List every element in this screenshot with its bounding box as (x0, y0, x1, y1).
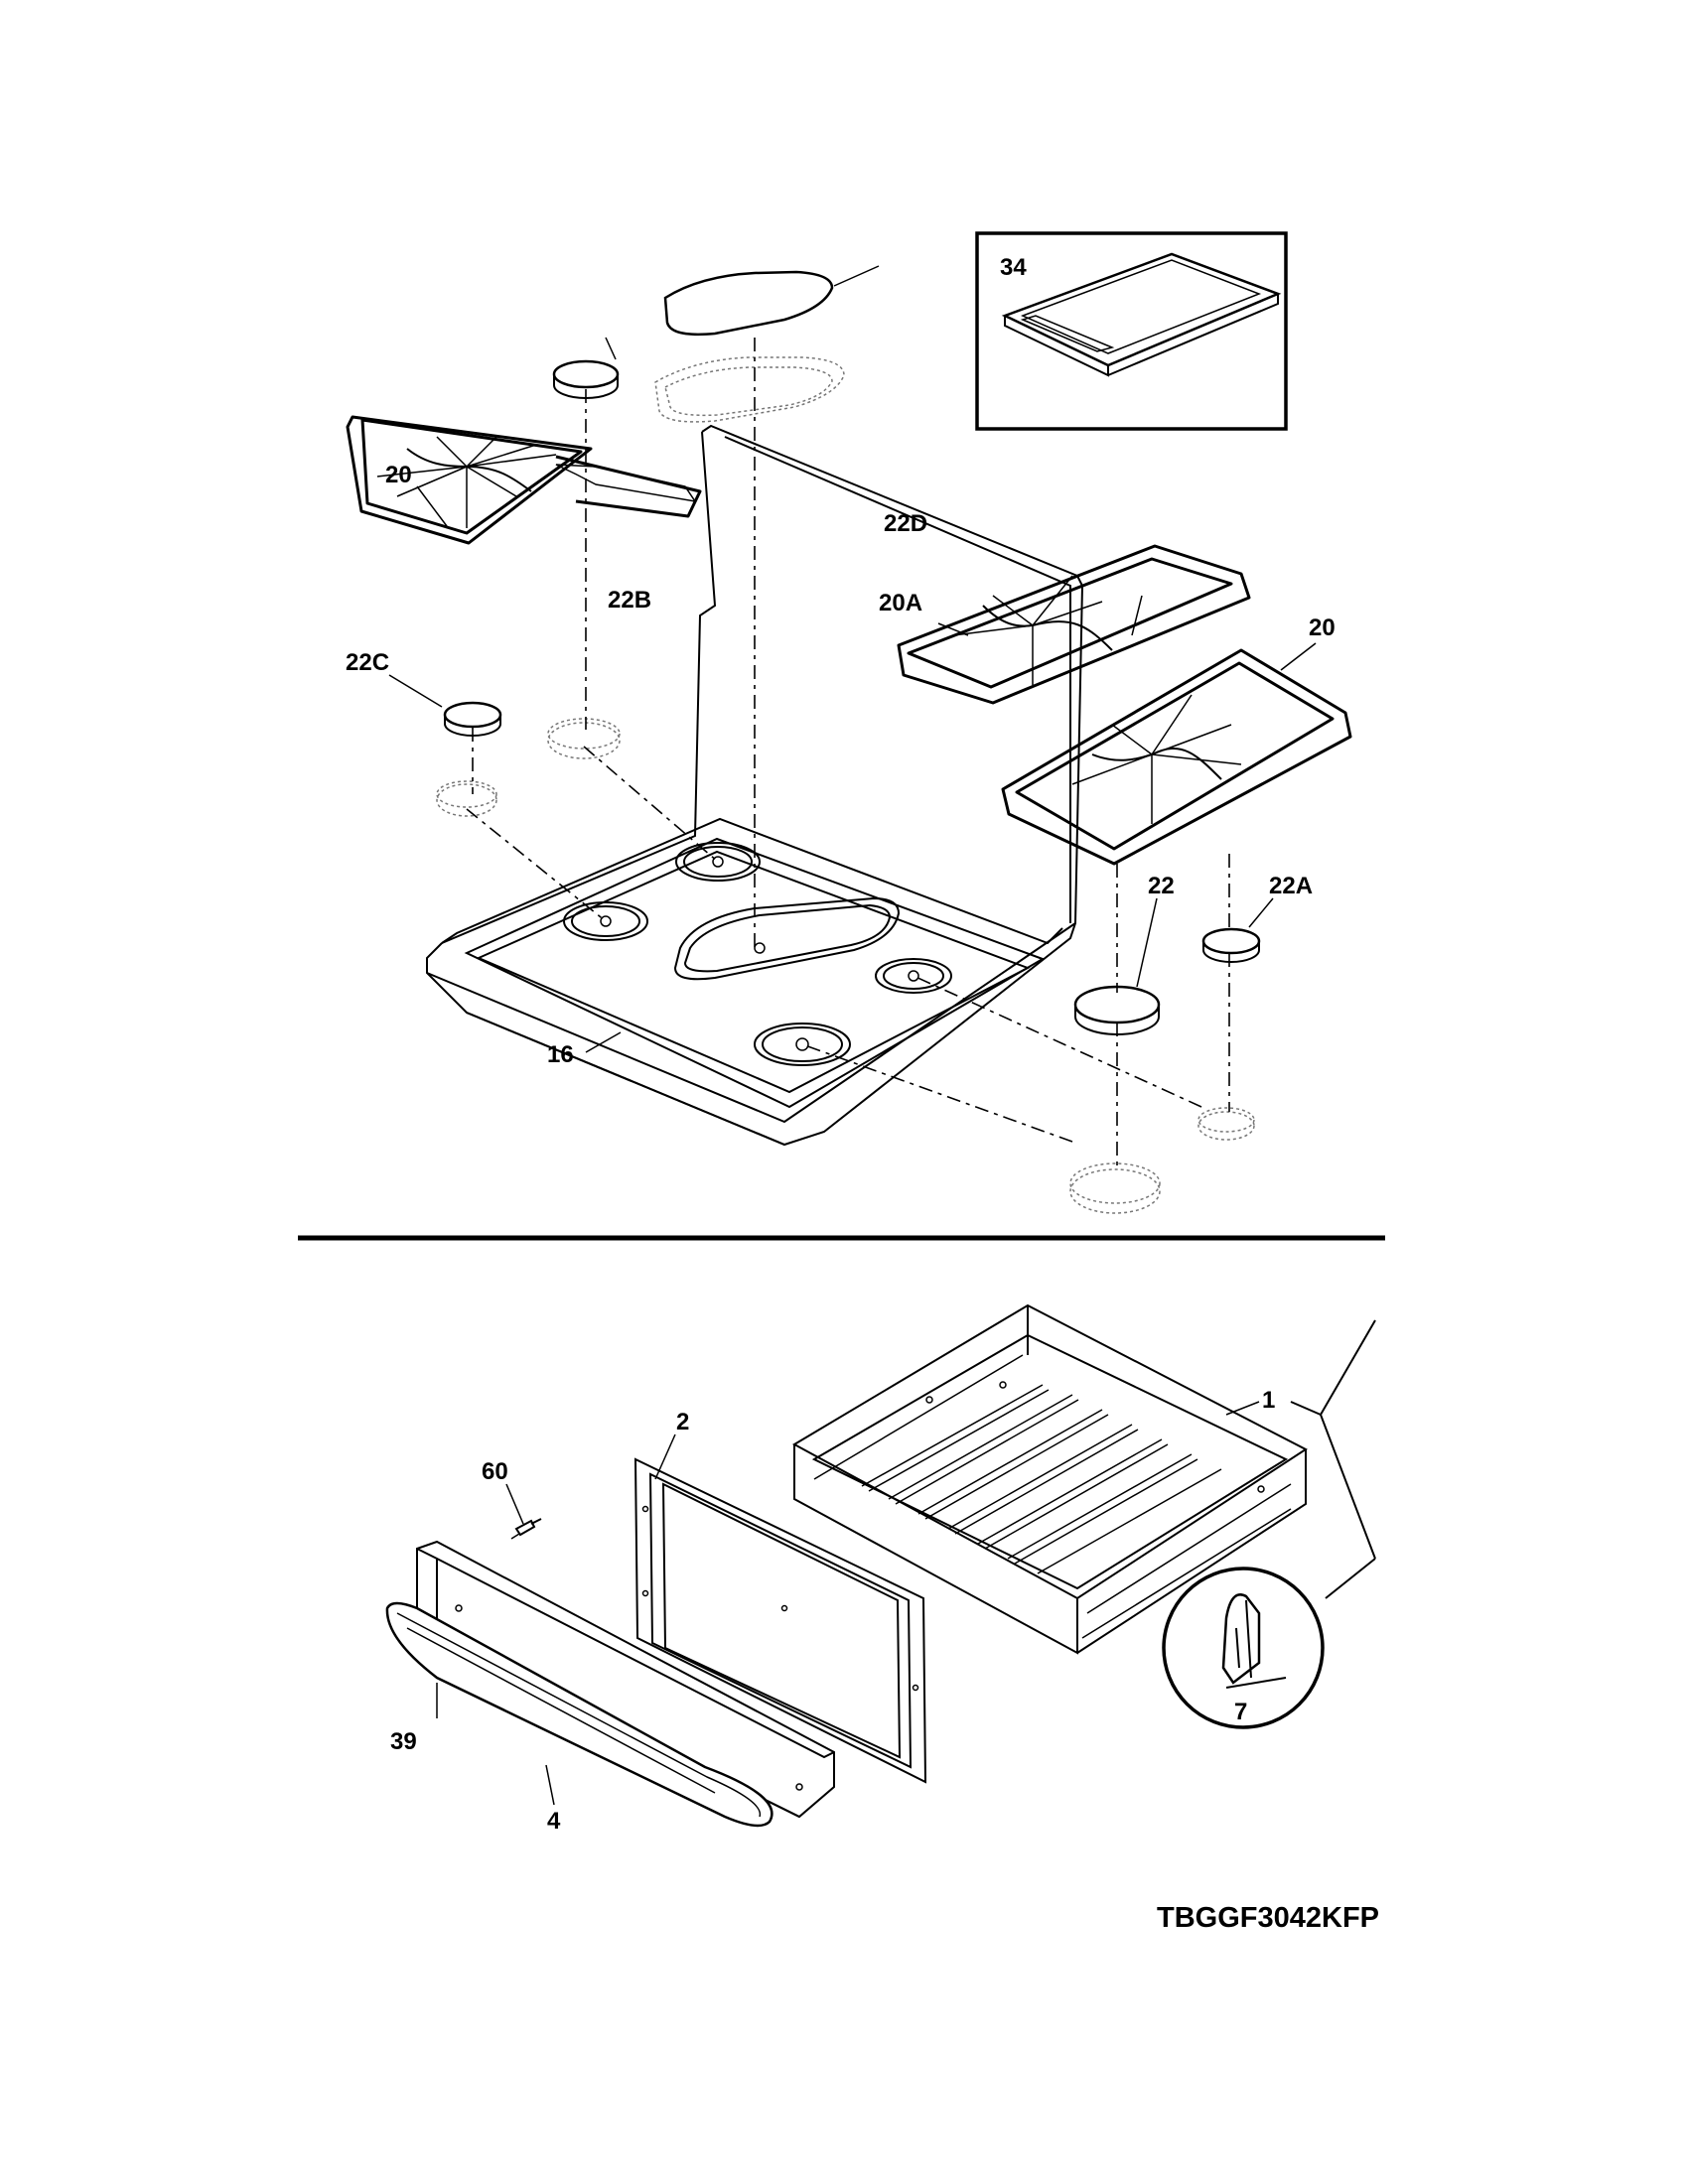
label-22: 22 (1148, 873, 1175, 899)
left-grate (346, 415, 702, 545)
leveling-leg-detail (1162, 1319, 1376, 1729)
label-60: 60 (482, 1458, 508, 1485)
label-22B: 22B (608, 587, 651, 614)
burner-caps-right (1069, 927, 1261, 1214)
alignment-lines (466, 338, 1230, 1169)
cooktop (426, 424, 1084, 1147)
label-34: 34 (1000, 254, 1027, 281)
label-22A: 22A (1269, 873, 1313, 899)
label-20A: 20A (879, 590, 922, 616)
model-number: TBGGF3042KFP (1157, 1902, 1379, 1934)
burner-caps-left (436, 359, 621, 817)
center-oval-burner-cap (654, 270, 845, 423)
right-rear-grate (897, 544, 1251, 705)
label-20-left: 20 (385, 462, 412, 488)
screw (510, 1518, 542, 1540)
label-22C: 22C (346, 649, 389, 676)
label-20-right: 20 (1309, 614, 1336, 641)
leader-lines-bottom (436, 1401, 1260, 1806)
label-4: 4 (547, 1808, 561, 1835)
label-16: 16 (547, 1041, 574, 1068)
griddle-part (1001, 252, 1282, 377)
label-22D: 22D (884, 510, 927, 537)
label-7: 7 (1234, 1699, 1247, 1725)
right-front-grate (1001, 648, 1352, 866)
drawer-handle (385, 1601, 774, 1828)
label-2: 2 (676, 1409, 689, 1435)
drawer-frame (633, 1457, 927, 1784)
drawer-body (791, 1303, 1308, 1655)
label-1: 1 (1262, 1387, 1275, 1414)
leader-lines-top (388, 265, 1317, 1053)
griddle-inset: 34 (975, 231, 1288, 431)
label-39: 39 (390, 1728, 417, 1755)
